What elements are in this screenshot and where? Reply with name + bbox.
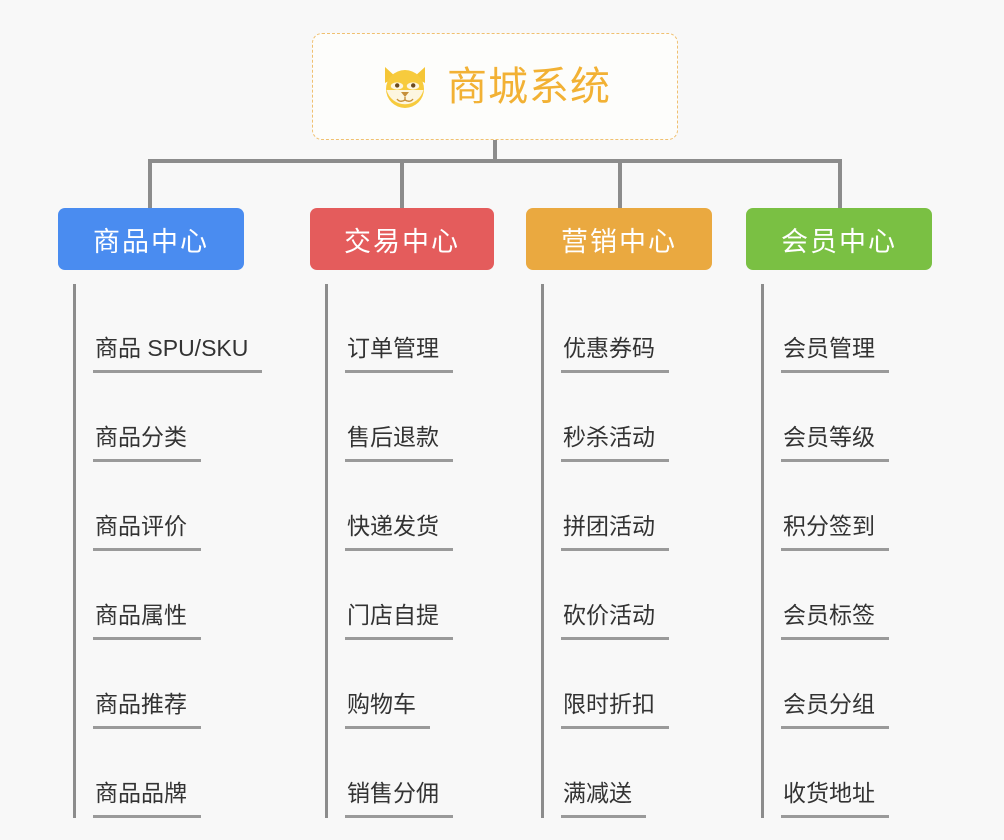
dog-face-icon xyxy=(379,64,431,110)
category-header-3[interactable]: 营销中心 xyxy=(526,208,712,270)
list-item[interactable]: 商品推荐 xyxy=(75,640,244,729)
leaf-label: 砍价活动 xyxy=(561,604,669,640)
leaf-label: 会员分组 xyxy=(781,693,889,729)
leaf-label: 销售分佣 xyxy=(345,782,453,818)
list-item[interactable]: 砍价活动 xyxy=(543,551,712,640)
leaf-label: 会员等级 xyxy=(781,426,889,462)
list-item[interactable]: 优惠券码 xyxy=(543,284,712,373)
connector-drop-1 xyxy=(148,159,152,209)
branch-items-4: 会员管理 会员等级 积分签到 会员标签 会员分组 收货地址 xyxy=(746,284,932,818)
connector-root-stem xyxy=(493,140,497,162)
list-item[interactable]: 积分签到 xyxy=(763,462,932,551)
branch-items-3: 优惠券码 秒杀活动 拼团活动 砍价活动 限时折扣 满减送 xyxy=(526,284,712,818)
category-header-4[interactable]: 会员中心 xyxy=(746,208,932,270)
leaf-label: 商品评价 xyxy=(93,515,201,551)
leaf-label: 会员标签 xyxy=(781,604,889,640)
connector-drop-2 xyxy=(400,159,404,209)
list-item[interactable]: 会员分组 xyxy=(763,640,932,729)
category-header-1-label: 商品中心 xyxy=(93,226,209,257)
leaf-label: 快递发货 xyxy=(345,515,453,551)
leaf-label: 订单管理 xyxy=(345,337,453,373)
leaf-label: 商品推荐 xyxy=(93,693,201,729)
leaf-label: 商品品牌 xyxy=(93,782,201,818)
category-header-2-label: 交易中心 xyxy=(344,226,460,257)
list-item[interactable]: 快递发货 xyxy=(327,462,494,551)
leaf-label: 限时折扣 xyxy=(561,693,669,729)
list-item[interactable]: 购物车 xyxy=(327,640,494,729)
list-item[interactable]: 会员管理 xyxy=(763,284,932,373)
branch-column-1: 商品中心 商品 SPU/SKU 商品分类 商品评价 商品属性 商品推荐 商品品牌 xyxy=(58,208,263,818)
connector-drop-4 xyxy=(838,159,842,209)
leaf-label: 拼团活动 xyxy=(561,515,669,551)
connector-horizontal-bus xyxy=(148,159,842,163)
leaf-label: 秒杀活动 xyxy=(561,426,669,462)
branch-column-3: 营销中心 优惠券码 秒杀活动 拼团活动 砍价活动 限时折扣 满减送 xyxy=(526,208,712,818)
list-item[interactable]: 拼团活动 xyxy=(543,462,712,551)
list-item[interactable]: 售后退款 xyxy=(327,373,494,462)
leaf-label: 商品属性 xyxy=(93,604,201,640)
category-header-3-label: 营销中心 xyxy=(561,226,677,257)
branch-column-2: 交易中心 订单管理 售后退款 快递发货 门店自提 购物车 销售分佣 xyxy=(310,208,494,818)
list-item[interactable]: 收货地址 xyxy=(763,729,932,818)
list-item[interactable]: 会员标签 xyxy=(763,551,932,640)
category-header-1[interactable]: 商品中心 xyxy=(58,208,244,270)
root-node[interactable]: 商城系统 xyxy=(312,33,678,140)
branch-items-1: 商品 SPU/SKU 商品分类 商品评价 商品属性 商品推荐 商品品牌 xyxy=(58,284,263,818)
leaf-label: 优惠券码 xyxy=(561,337,669,373)
branch-trunk-3 xyxy=(541,284,544,818)
leaf-label: 会员管理 xyxy=(781,337,889,373)
leaf-label: 积分签到 xyxy=(781,515,889,551)
list-item[interactable]: 限时折扣 xyxy=(543,640,712,729)
branch-column-4: 会员中心 会员管理 会员等级 积分签到 会员标签 会员分组 收货地址 xyxy=(746,208,932,818)
connector-drop-3 xyxy=(618,159,622,209)
leaf-label: 满减送 xyxy=(561,782,646,818)
category-header-4-label: 会员中心 xyxy=(781,226,897,257)
category-header-2[interactable]: 交易中心 xyxy=(310,208,494,270)
branch-trunk-1 xyxy=(73,284,76,818)
list-item[interactable]: 订单管理 xyxy=(327,284,494,373)
list-item[interactable]: 满减送 xyxy=(543,729,712,818)
list-item[interactable]: 秒杀活动 xyxy=(543,373,712,462)
branch-trunk-4 xyxy=(761,284,764,818)
list-item[interactable]: 销售分佣 xyxy=(327,729,494,818)
list-item[interactable]: 会员等级 xyxy=(763,373,932,462)
leaf-label: 收货地址 xyxy=(781,782,889,818)
leaf-label: 购物车 xyxy=(345,693,430,729)
list-item[interactable]: 商品分类 xyxy=(75,373,244,462)
branch-items-2: 订单管理 售后退款 快递发货 门店自提 购物车 销售分佣 xyxy=(310,284,494,818)
list-item[interactable]: 商品评价 xyxy=(75,462,244,551)
leaf-label: 门店自提 xyxy=(345,604,453,640)
list-item[interactable]: 门店自提 xyxy=(327,551,494,640)
leaf-label: 商品 SPU/SKU xyxy=(93,337,263,373)
list-item[interactable]: 商品属性 xyxy=(75,551,244,640)
branch-trunk-2 xyxy=(325,284,328,818)
leaf-label: 售后退款 xyxy=(345,426,453,462)
leaf-label: 商品分类 xyxy=(93,426,201,462)
list-item[interactable]: 商品品牌 xyxy=(75,729,244,818)
list-item[interactable]: 商品 SPU/SKU xyxy=(75,284,263,373)
root-title: 商城系统 xyxy=(447,64,611,109)
